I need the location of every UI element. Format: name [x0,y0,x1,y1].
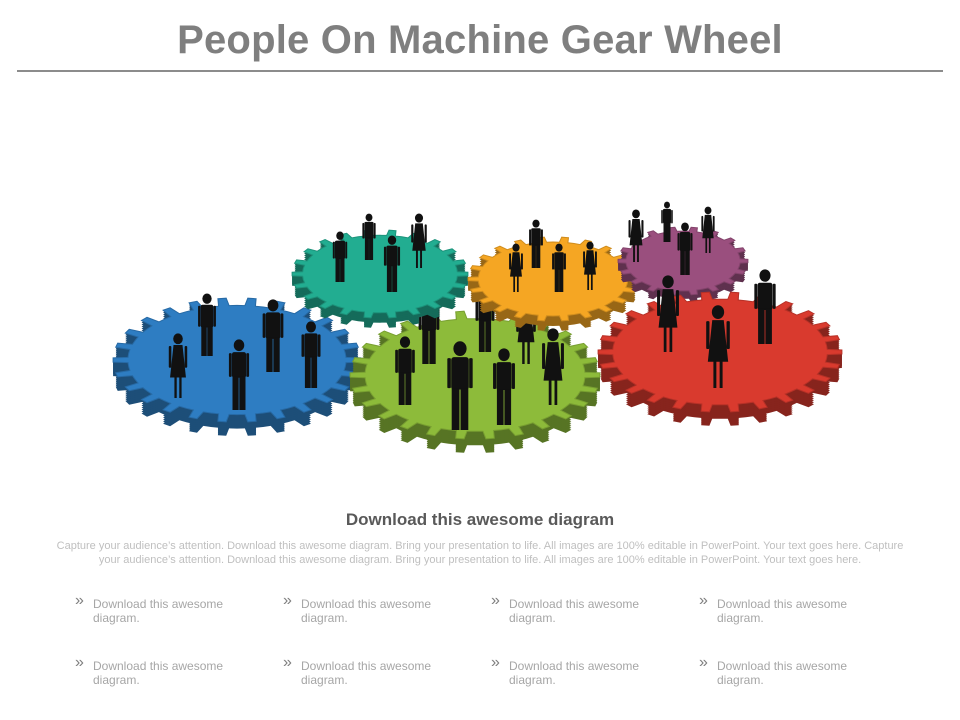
bullet-item: » Download this awesome diagram. [283,592,443,626]
person-silhouette-icon [552,243,566,292]
bullet-text: Download this awesome diagram. [93,659,224,687]
page-title: People On Machine Gear Wheel [177,18,783,62]
person-silhouette-icon [198,293,216,356]
person-silhouette-icon [395,336,415,405]
person-silhouette-icon [706,305,730,388]
bullet-text: Download this awesome diagram. [93,597,224,625]
person-silhouette-icon [701,206,715,253]
person-silhouette-icon [493,348,515,425]
bullet-item: » Download this awesome diagram. [75,592,235,626]
bullet-item: » Download this awesome diagram. [491,592,651,626]
person-silhouette-icon [168,333,188,398]
bullet-marker-icon: » [283,592,292,609]
person-silhouette-icon [332,231,348,282]
person-silhouette-icon [383,235,401,292]
title-divider [17,70,943,72]
section-heading: Download this awesome diagram [345,510,615,529]
bullet-text: Download this awesome diagram. [301,597,432,625]
person-silhouette-icon [362,213,376,260]
bullet-item: » Download this awesome diagram. [283,654,443,688]
bullet-text: Download this awesome diagram. [301,659,432,687]
person-silhouette-icon [301,321,321,388]
bullet-marker-icon: » [491,654,500,671]
person-silhouette-icon [509,243,523,292]
bullet-text: Download this awesome diagram. [509,597,640,625]
person-silhouette-icon [628,209,644,262]
bullet-item: » Download this awesome diagram. [699,592,859,626]
person-silhouette-icon [661,201,673,242]
person-silhouette-icon [657,275,679,352]
bullet-item: » Download this awesome diagram. [699,654,859,688]
red-gear [597,269,843,426]
person-silhouette-icon [447,341,473,430]
bullet-marker-icon: » [75,654,84,671]
person-silhouette-icon [583,241,597,290]
orange-gear [467,219,639,331]
bullet-item: » Download this awesome diagram. [75,654,235,688]
body-paragraph: Capture your audience’s attention. Downl… [56,540,904,566]
person-silhouette-icon [754,269,776,344]
bullet-marker-icon: » [283,654,292,671]
bullet-marker-icon: » [491,592,500,609]
person-silhouette-icon [542,328,564,405]
bullet-text: Download this awesome diagram. [717,659,848,687]
person-silhouette-icon [411,213,427,268]
teal-gear [291,213,469,328]
person-silhouette-icon [529,219,543,268]
person-silhouette-icon [677,222,693,275]
bullet-marker-icon: » [75,592,84,609]
bullet-marker-icon: » [699,592,708,609]
purple-gear [617,201,749,303]
blue-gear [112,293,362,436]
green-gear [349,285,601,453]
bullet-marker-icon: » [699,654,708,671]
bullet-text: Download this awesome diagram. [509,659,640,687]
person-silhouette-icon [262,299,284,372]
bullet-text: Download this awesome diagram. [717,597,848,625]
bullet-item: » Download this awesome diagram. [491,654,651,688]
person-silhouette-icon [228,339,250,410]
